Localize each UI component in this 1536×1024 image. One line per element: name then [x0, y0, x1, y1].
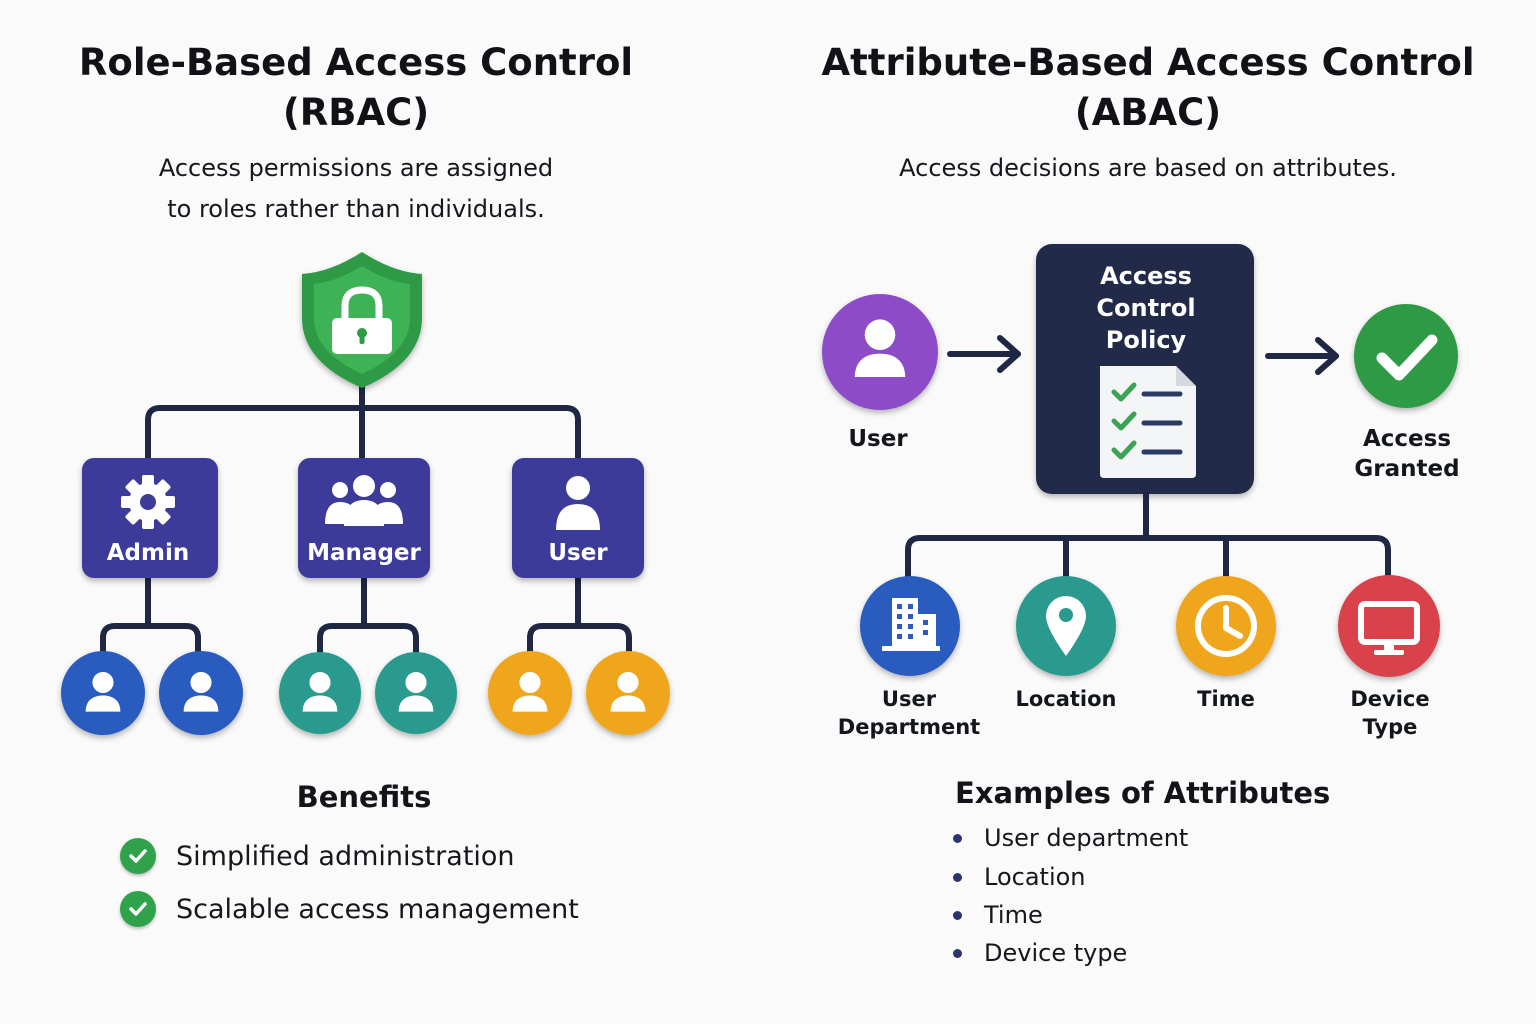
access-granted-label-line1: Access — [1363, 426, 1451, 452]
monitor-icon — [1358, 601, 1420, 655]
abac-title: Attribute-Based Access Control (ABAC) — [798, 38, 1498, 138]
check-circle-icon — [120, 891, 156, 927]
access-granted-node — [1354, 304, 1458, 408]
bullet-icon — [953, 872, 962, 882]
example-item: User department — [953, 824, 1188, 852]
rbac-subtitle-line1: Access permissions are assigned — [158, 154, 554, 182]
attribute-label-department-line2: Department — [838, 715, 980, 739]
attribute-label-time: Time — [1197, 687, 1255, 711]
rbac-tree-lines — [100, 377, 632, 655]
example-text: Time — [984, 901, 1043, 929]
benefits-section: Benefits — [214, 780, 514, 814]
benefit-text: Simplified administration — [176, 840, 515, 872]
policy-label-line1: Access — [1100, 262, 1192, 290]
attribute-node-device — [1338, 575, 1440, 677]
access-granted-label-line2: Granted — [1354, 456, 1459, 482]
abac-title-line2: (ABAC) — [1074, 91, 1222, 134]
example-item: Time — [953, 901, 1043, 929]
group-icon — [325, 475, 403, 526]
rbac-subtitle-line2: to roles rather than individuals. — [167, 195, 545, 223]
role-label-user: User — [548, 540, 608, 566]
policy-label-line3: Policy — [1106, 326, 1187, 354]
checkmark-icon — [1376, 334, 1438, 381]
abac-subtitle: Access decisions are based on attributes… — [798, 148, 1498, 189]
example-text: Device type — [984, 939, 1128, 967]
example-text: User department — [984, 824, 1189, 852]
benefit-text: Scalable access management — [176, 893, 579, 925]
rbac-subtitle: Access permissions are assigned to roles… — [56, 148, 656, 230]
rbac-title-line1: Role-Based Access Control — [78, 41, 634, 84]
arrow-right-icon — [1265, 337, 1339, 375]
abac-user-label: User — [848, 426, 908, 452]
building-icon — [882, 598, 940, 651]
abac-title-line1: Attribute-Based Access Control — [821, 41, 1475, 84]
gear-icon — [121, 475, 175, 529]
location-pin-icon — [1046, 596, 1086, 656]
bullet-icon — [953, 910, 962, 920]
abac-user-node — [822, 294, 938, 410]
benefit-item: Simplified administration — [120, 838, 515, 874]
example-item: Device type — [953, 939, 1127, 967]
attribute-label-location: Location — [1015, 687, 1116, 711]
bullet-icon — [953, 833, 962, 843]
rbac-title-line2: (RBAC) — [282, 91, 430, 134]
benefit-item: Scalable access management — [120, 891, 579, 927]
abac-tree-lines — [905, 491, 1391, 581]
rbac-title: Role-Based Access Control (RBAC) — [56, 38, 656, 138]
example-item: Location — [953, 863, 1086, 891]
example-text: Location — [984, 863, 1086, 891]
role-label-manager: Manager — [307, 540, 421, 566]
examples-heading: Examples of Attributes — [955, 776, 1331, 810]
clock-icon — [1195, 595, 1257, 657]
policy-label-line2: Control — [1096, 294, 1195, 322]
attribute-label-department-line1: User — [882, 687, 937, 711]
examples-section: Examples of Attributes — [955, 776, 1330, 810]
check-circle-icon — [120, 838, 156, 874]
attribute-label-device-line2: Type — [1363, 715, 1418, 739]
person-icon — [556, 476, 600, 530]
shield-lock-icon — [302, 252, 422, 388]
checklist-document-icon — [1100, 366, 1196, 478]
abac-subtitle-text: Access decisions are based on attributes… — [899, 154, 1397, 182]
attribute-label-device-line1: Device — [1350, 687, 1429, 711]
bullet-icon — [953, 948, 962, 958]
benefits-heading: Benefits — [296, 780, 432, 814]
role-label-admin: Admin — [107, 540, 190, 566]
arrow-right-icon — [947, 335, 1021, 373]
